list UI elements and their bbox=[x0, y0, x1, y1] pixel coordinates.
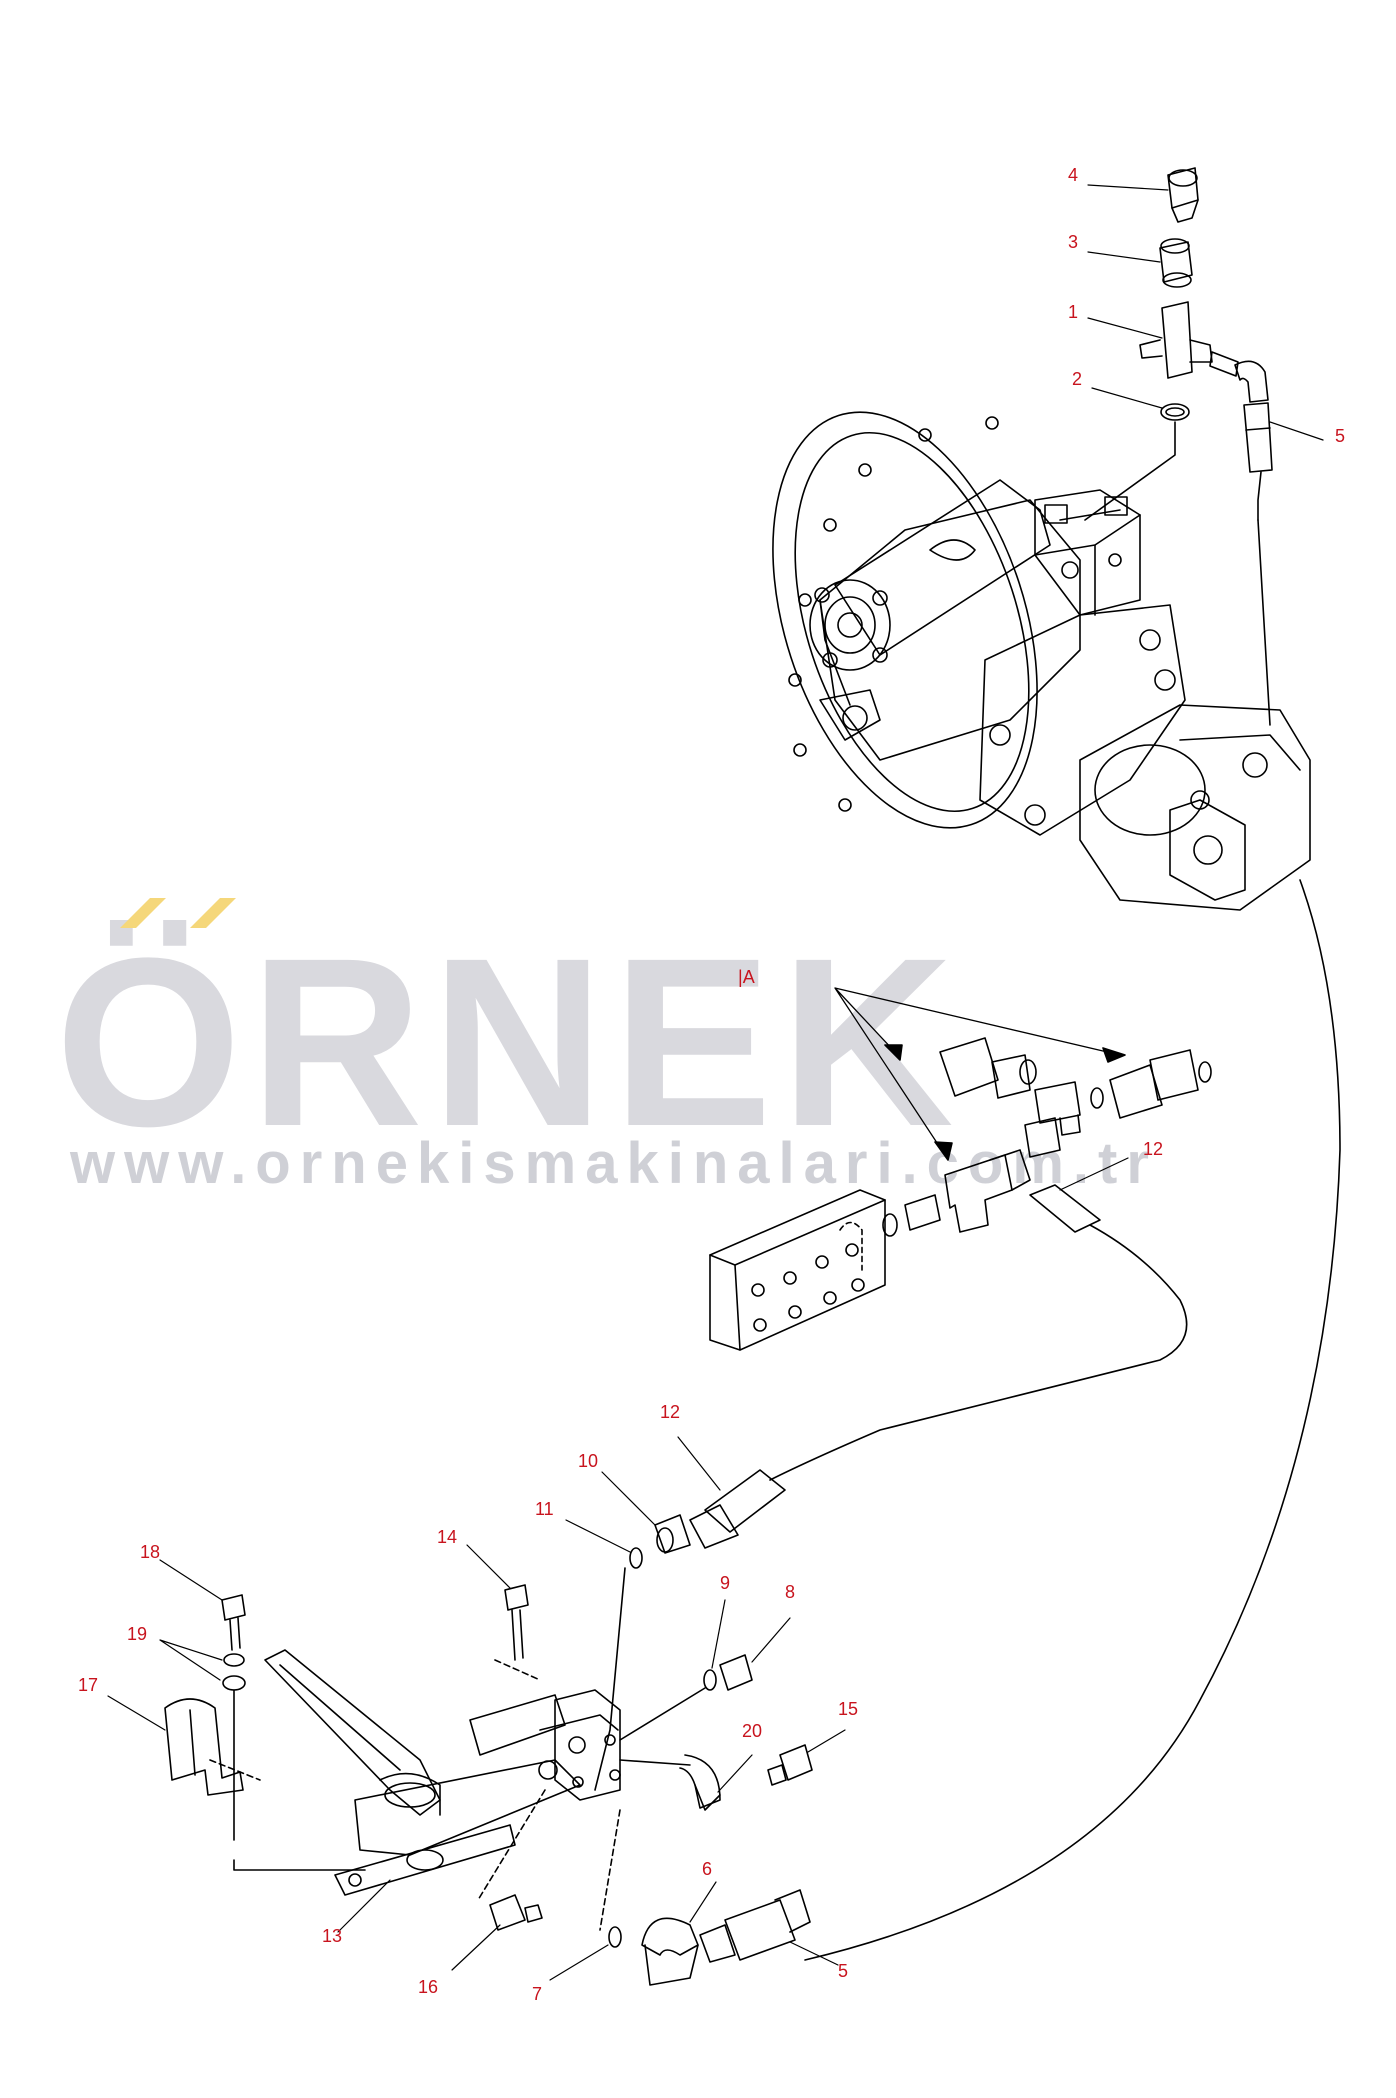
callout-9: 9 bbox=[720, 1573, 731, 1593]
callout-15: 15 bbox=[838, 1699, 859, 1719]
callout-16: 16 bbox=[418, 1977, 439, 1997]
callout-17: 17 bbox=[78, 1675, 99, 1695]
callout-3: 3 bbox=[1068, 232, 1079, 252]
callout-6: 6 bbox=[702, 1859, 713, 1879]
view-label: |A bbox=[738, 967, 755, 987]
watermark-brand: ÖRNEK bbox=[55, 908, 962, 1176]
callout-5-lower: 5 bbox=[838, 1961, 849, 1981]
hydraulic-pump-assembly bbox=[772, 411, 1311, 911]
callout-10: 10 bbox=[578, 1451, 599, 1471]
callout-11: 11 bbox=[535, 1499, 554, 1519]
callout-14: 14 bbox=[437, 1527, 458, 1547]
callout-2: 2 bbox=[1072, 369, 1083, 389]
pressure-tap-fittings bbox=[1084, 167, 1273, 521]
callout-7: 7 bbox=[532, 1984, 543, 2004]
watermark-accent-icon bbox=[120, 898, 236, 928]
callout-12-detail: 12 bbox=[1143, 1139, 1164, 1159]
callout-13: 13 bbox=[322, 1926, 343, 1946]
callout-5-top: 5 bbox=[1335, 426, 1346, 446]
callout-4: 4 bbox=[1068, 165, 1079, 185]
pilot-valve-assembly bbox=[164, 1469, 813, 1986]
detail-a-view bbox=[709, 987, 1212, 1481]
callout-18: 18 bbox=[140, 1542, 161, 1562]
callout-8: 8 bbox=[785, 1582, 796, 1602]
callout-1: 1 bbox=[1068, 302, 1079, 322]
long-hose-line bbox=[804, 519, 1341, 1961]
callout-leaders bbox=[107, 184, 1324, 1981]
callout-19: 19 bbox=[127, 1624, 148, 1644]
callout-20: 20 bbox=[742, 1721, 763, 1741]
watermark-url: www.ornekismakinalari.com.tr bbox=[70, 1131, 1158, 1196]
callout-12-lower: 12 bbox=[660, 1402, 681, 1422]
